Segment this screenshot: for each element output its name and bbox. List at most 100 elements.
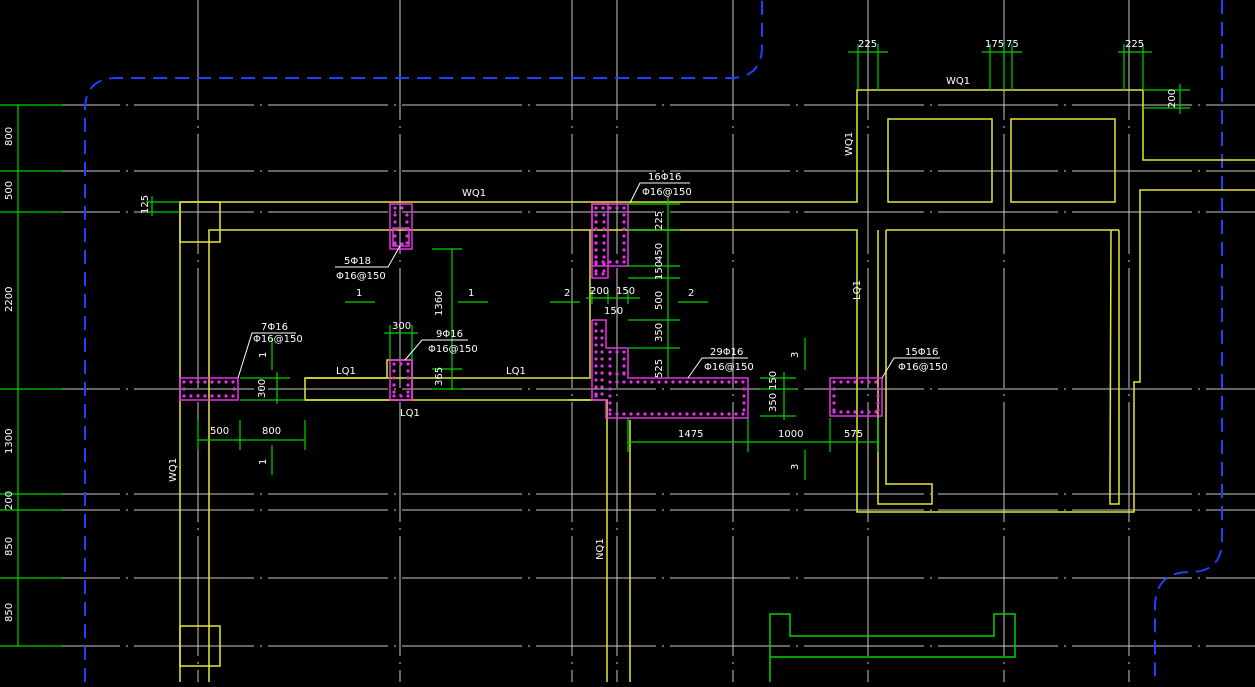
rebar-dot — [622, 248, 626, 252]
rebar-dot — [678, 412, 682, 416]
wall-corner — [179, 201, 221, 243]
rebar-dot — [189, 380, 193, 384]
rebar-dot — [217, 380, 221, 384]
rebar-dot — [685, 412, 689, 416]
dim-text-300a: 300 — [392, 321, 411, 332]
column-c2-count: 16Φ16 — [648, 172, 681, 183]
rebar-dot — [600, 329, 604, 333]
rebar-dot — [706, 412, 710, 416]
leader-c1 — [335, 245, 401, 268]
rebar-dot — [846, 410, 850, 414]
dim-text-75: 75 — [1006, 39, 1019, 50]
dim-text-800: 800 — [4, 127, 15, 146]
rebar-dot — [876, 387, 880, 391]
column-rebar-dots — [182, 206, 880, 416]
section-mark-2a: 2 — [564, 288, 570, 299]
rebar-dot — [713, 380, 717, 384]
rebar-dot — [608, 394, 612, 398]
rebar-dot — [860, 380, 864, 384]
outer-wall-b — [208, 189, 1255, 682]
column-c6-count: 15Φ16 — [905, 347, 938, 358]
rebar-dot — [720, 412, 724, 416]
rebar-dot — [608, 408, 612, 412]
rebar-dot — [594, 378, 598, 382]
rebar-dot — [405, 241, 409, 245]
rebar-dot — [832, 401, 836, 405]
rebar-dot — [393, 220, 397, 224]
column-c5-count: 29Φ16 — [710, 347, 743, 358]
column-c5 — [591, 319, 749, 419]
rebar-dot — [876, 401, 880, 405]
bottom-green-room — [769, 613, 1016, 682]
rebar-dot — [393, 206, 397, 210]
rebar-dot — [406, 376, 410, 380]
dim-text-525: 525 — [654, 359, 665, 378]
rebar-dot — [832, 380, 836, 384]
rebar-dot — [594, 220, 598, 224]
leader-c6 — [881, 357, 940, 379]
rebar-dot — [189, 394, 193, 398]
rebar-dot — [678, 380, 682, 384]
column-c2-b — [591, 203, 609, 279]
dim-text-350b: 350 — [768, 393, 779, 412]
dim-text-200: 200 — [4, 491, 15, 510]
rebar-dot — [832, 387, 836, 391]
rebar-dot — [594, 357, 598, 361]
label-nq1-bottom: NQ1 — [595, 538, 606, 560]
rebar-dot — [594, 262, 598, 266]
rebar-dot — [203, 380, 207, 384]
rebar-dot — [622, 412, 626, 416]
rebar-dot — [203, 394, 207, 398]
rebar-dot — [622, 260, 626, 264]
column-c4-stirrup: Φ16@150 — [428, 344, 478, 355]
rebar-dot — [622, 350, 626, 354]
rebar-dot — [867, 410, 871, 414]
rebar-dot — [594, 272, 598, 276]
dim-text-225b: 225 — [1125, 39, 1144, 50]
rebar-dot — [622, 364, 626, 368]
rebar-dot — [400, 206, 404, 210]
rebar-dot — [629, 412, 633, 416]
site-boundary — [84, 0, 1223, 682]
rebar-dot — [671, 380, 675, 384]
wall-end-bottom — [179, 625, 221, 667]
dim-text-350a: 350 — [654, 323, 665, 342]
room-3-left — [877, 230, 933, 505]
rebar-dot — [622, 255, 626, 259]
rebar-dot — [399, 394, 403, 398]
outer-wall-a — [179, 89, 1255, 682]
label-wq1-left-vertical: WQ1 — [168, 458, 179, 482]
rebar-dot — [196, 380, 200, 384]
rebar-dot — [608, 350, 612, 354]
rebar-dot — [608, 401, 612, 405]
rebar-dot — [876, 394, 880, 398]
leader-lines — [237, 182, 940, 379]
rebar-dot — [182, 387, 186, 391]
rebar-dot — [600, 350, 604, 354]
rebar-dot — [217, 394, 221, 398]
leader-c5 — [687, 357, 748, 379]
rebar-dot — [742, 387, 746, 391]
rebar-dot — [636, 412, 640, 416]
rebar-dot — [734, 380, 738, 384]
label-lq1-b: LQ1 — [506, 366, 526, 377]
dim-text-500: 500 — [4, 181, 15, 200]
walls — [179, 89, 1255, 682]
boundary-left-top — [84, 0, 763, 682]
label-lq1-right-vertical: LQ1 — [852, 280, 863, 300]
label-lq1-a: LQ1 — [336, 366, 356, 377]
column-c3-count: 7Φ16 — [261, 322, 288, 333]
rebar-dot — [867, 380, 871, 384]
rebar-dot — [594, 241, 598, 245]
rebar-dot — [594, 392, 598, 396]
rebar-dot — [602, 248, 606, 252]
rebar-dot — [876, 408, 880, 412]
rebar-dot — [657, 412, 661, 416]
rebar-dot — [210, 394, 214, 398]
rebar-dot — [622, 241, 626, 245]
column-c5-stirrup: Φ16@150 — [704, 362, 754, 373]
room-2 — [1010, 118, 1116, 203]
dim-text-1475: 1475 — [678, 429, 703, 440]
